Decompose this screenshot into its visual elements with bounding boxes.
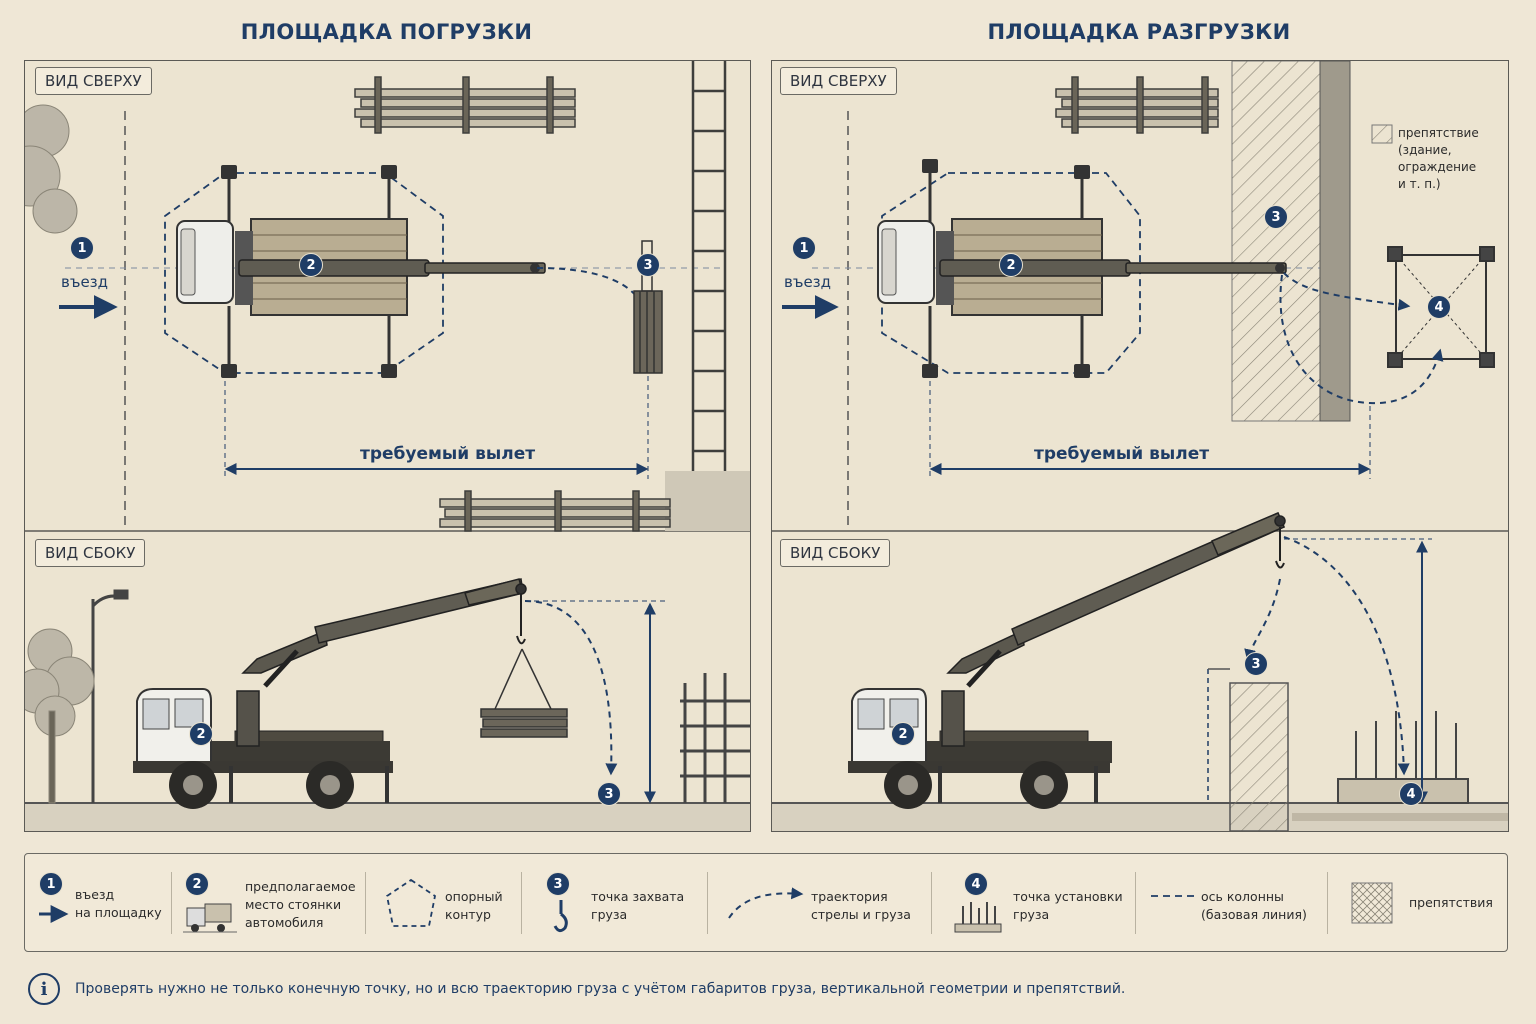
load-side — [480, 648, 568, 738]
axis-icon — [1151, 895, 1195, 897]
obstacle-wall — [1229, 682, 1289, 831]
tree-side-icon — [25, 628, 95, 804]
marker-m1: 1 — [70, 236, 94, 260]
loading-panel: ВИД СВЕРХУ ВИД СБОКУ въезд требуемый выл… — [24, 60, 751, 832]
truck-side — [133, 688, 393, 809]
marker-m3: 3 — [1264, 205, 1288, 229]
info-icon: i — [28, 973, 60, 1005]
marker-m2: 2 — [891, 722, 915, 746]
unloading-drawing — [772, 61, 1508, 831]
marker-m1: 1 — [792, 236, 816, 260]
legend-axis-text: ось колонны(базовая линия) — [1201, 889, 1307, 922]
set-point-icon — [954, 902, 1002, 933]
trajectory-icon — [728, 887, 804, 919]
fence-side — [680, 673, 750, 803]
legend-obstacle-text: препятствия — [1409, 895, 1493, 910]
required-reach-label: требуемый вылет — [1034, 444, 1210, 464]
title-loading: ПЛОЩАДКА ПОГРУЗКИ — [240, 20, 533, 44]
marker-m2: 2 — [299, 253, 323, 277]
view-label-side: ВИД СБОКУ — [780, 539, 891, 567]
entry-legend-icon — [39, 905, 69, 923]
crane-boom-side — [941, 512, 1286, 747]
truck-icon — [183, 903, 237, 933]
marker-m3: 3 — [546, 872, 570, 896]
entry-label: въезд — [61, 273, 109, 291]
marker-m3: 3 — [1244, 652, 1268, 676]
marker-m2: 2 — [189, 722, 213, 746]
marker-m4: 4 — [1399, 782, 1423, 806]
marker-m4: 4 — [964, 872, 988, 896]
obstacle-icon — [1351, 882, 1393, 924]
scaffold-icon — [665, 61, 750, 531]
loading-drawing — [25, 61, 750, 831]
support-contour-icon — [385, 878, 437, 927]
support-contour — [164, 172, 444, 374]
view-label-top: ВИД СВЕРХУ — [35, 67, 152, 95]
marker-m3: 3 — [597, 782, 621, 806]
view-label-top: ВИД СВЕРХУ — [780, 67, 897, 95]
timber-stack-bottom — [439, 490, 671, 532]
obstacle-note: препятствие (здание, ограждение и т. п.) — [1398, 126, 1479, 191]
marker-m1: 1 — [39, 872, 63, 896]
marker-m3: 3 — [636, 253, 660, 277]
crane-boom-top — [238, 259, 546, 277]
entry-label: въезд — [784, 273, 832, 291]
street-lamp — [91, 589, 129, 803]
unloading-panel: ВИД СВЕРХУ ВИД СБОКУ въезд требуемый выл… — [771, 60, 1509, 832]
timber-stack — [1055, 76, 1219, 134]
view-label-side: ВИД СБОКУ — [35, 539, 146, 567]
marker-m4: 4 — [1427, 295, 1451, 319]
required-reach-label: требуемый вылет — [360, 444, 536, 464]
marker-m2: 2 — [185, 872, 209, 896]
crane-boom-side — [236, 578, 527, 747]
load-top — [633, 240, 663, 374]
footnote: Проверять нужно не только конечную точку… — [75, 981, 1126, 997]
title-unloading: ПЛОЩАДКА РАЗГРУЗКИ — [987, 20, 1291, 44]
hook-icon — [553, 900, 568, 933]
timber-stack — [354, 76, 576, 134]
tree-icon — [25, 104, 78, 234]
crane-boom-top — [939, 259, 1287, 277]
truck-side — [848, 688, 1112, 809]
marker-m2: 2 — [999, 253, 1023, 277]
